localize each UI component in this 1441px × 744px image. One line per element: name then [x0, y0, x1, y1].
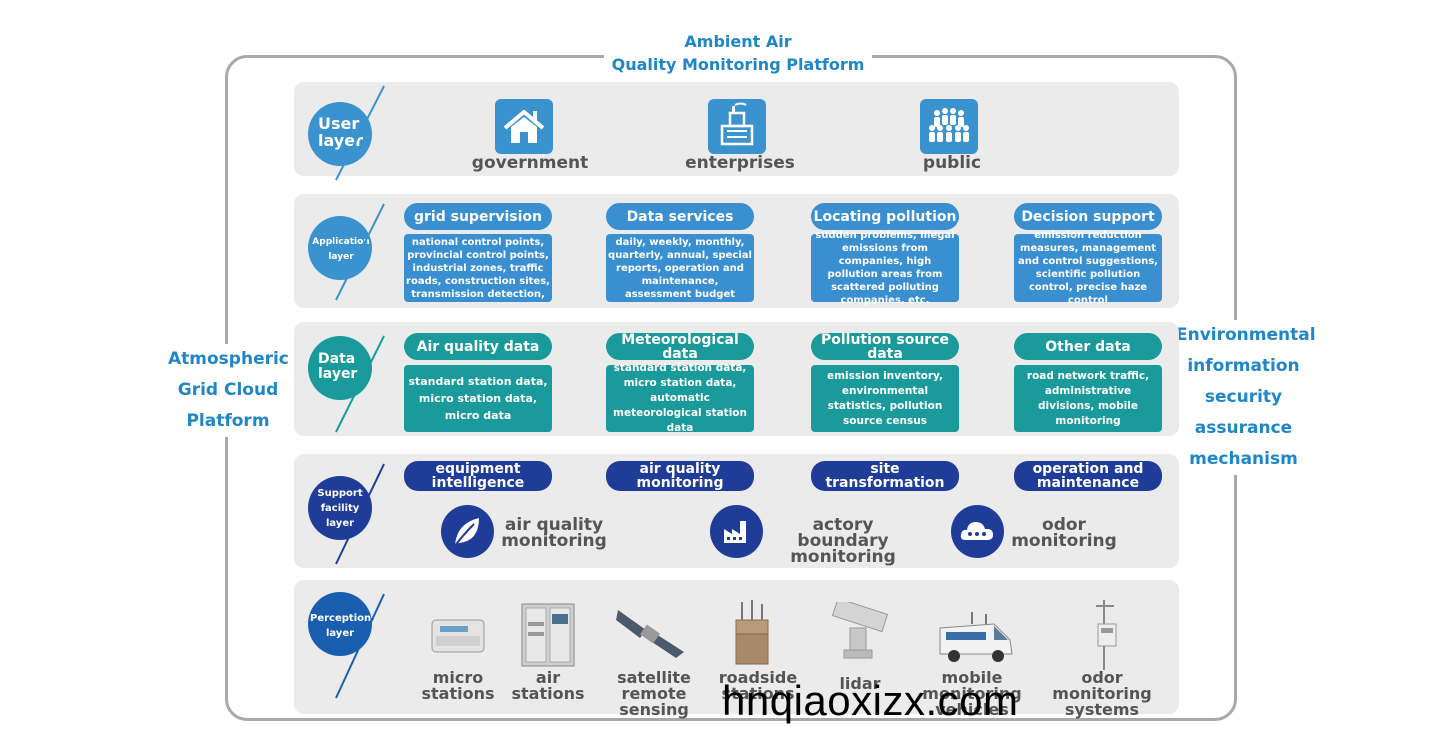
right-side-label: Environmental information security assur…: [1176, 320, 1316, 475]
application-box: emission reduction measures, management …: [1014, 230, 1162, 306]
application-pill: Decision support: [1014, 203, 1162, 230]
leaf-icon: [441, 505, 494, 558]
support-layer-row: Support facility layer equipment intelli…: [294, 454, 1179, 568]
factory-icon: [708, 99, 766, 154]
odor-system-image: [1096, 600, 1117, 670]
application-box: sudden problems, illegal emissions from …: [811, 230, 959, 306]
support-pill: air quality monitoring: [606, 461, 754, 491]
layer-divider-slash: [335, 335, 385, 433]
perception-item-label: satellite remote sensing: [617, 668, 691, 719]
data-pill: Meteorological data: [606, 333, 754, 361]
user-item-label: public: [922, 153, 982, 173]
air-station-image: [521, 603, 575, 667]
user-item-label: enterprises: [685, 153, 795, 173]
support-pill: operation and maintenance: [1014, 461, 1162, 491]
data-box: standard station data, micro station dat…: [606, 362, 754, 434]
application-pill: Data services: [606, 203, 754, 230]
application-pill: grid supervision: [404, 203, 552, 230]
roadside-station-image: [735, 600, 769, 665]
application-box: national control points, provincial cont…: [404, 234, 552, 302]
layer-divider-slash: [335, 463, 385, 565]
perception-item-label: mobile monitoring vehicles: [922, 668, 1022, 719]
layer-divider-slash: [335, 85, 385, 181]
perception-item-label: odor monitoring systems: [1052, 668, 1152, 719]
support-pill: equipment intelligence: [404, 461, 552, 491]
data-box: standard station data, micro station dat…: [404, 365, 552, 432]
support-pill: site transformation: [811, 461, 959, 491]
micro-station-image: [431, 619, 485, 653]
data-pill: Other data: [1014, 333, 1162, 360]
left-side-label: Atmospheric Grid Cloud Platform: [168, 344, 289, 437]
perception-item-label: roadside stations: [718, 668, 798, 703]
house-icon: [495, 99, 553, 154]
data-pill: Air quality data: [404, 333, 552, 360]
support-item-label: odor monitoring: [1011, 515, 1117, 551]
application-box: daily, weekly, monthly, quarterly, annua…: [606, 234, 754, 302]
user-layer-badge: User layer: [308, 102, 372, 166]
satellite-image: [616, 610, 684, 658]
cloud-icon: [951, 505, 1004, 558]
support-layer-badge: Support facility layer: [308, 476, 372, 540]
data-layer-row: Data layer Air quality data standard sta…: [294, 322, 1179, 436]
user-layer-row: User layer government enterprises: [294, 82, 1179, 181]
application-layer-row: Application layer grid supervision natio…: [294, 194, 1179, 308]
support-item-label: actory boundary monitoring: [790, 515, 896, 567]
factory-icon: [710, 505, 763, 558]
perception-item-label: micro stations: [421, 668, 495, 703]
data-box: road network traffic, administrative div…: [1014, 365, 1162, 432]
perception-item-label: lidar: [839, 674, 881, 693]
layer-divider-slash: [335, 593, 385, 699]
crowd-icon: [920, 99, 978, 154]
data-box: emission inventory, environmental statis…: [811, 365, 959, 432]
user-item-label: government: [471, 153, 589, 173]
support-item-label: air quality monitoring: [501, 515, 607, 551]
data-pill: Pollution source data: [811, 333, 959, 361]
watermark-text: hnqiaoxizx.com: [722, 677, 1019, 724]
platform-title: Ambient Air Quality Monitoring Platform: [604, 30, 872, 76]
layer-divider-slash: [335, 203, 385, 301]
lidar-image: [831, 602, 889, 659]
data-layer-badge: Data layer: [308, 336, 372, 400]
perception-item-label: air stations: [511, 668, 585, 703]
application-pill: Locating pollution: [811, 203, 959, 230]
perception-layer-row: Perception layer micro stations air stat…: [294, 580, 1179, 718]
mobile-vehicle-image: [939, 612, 1013, 662]
